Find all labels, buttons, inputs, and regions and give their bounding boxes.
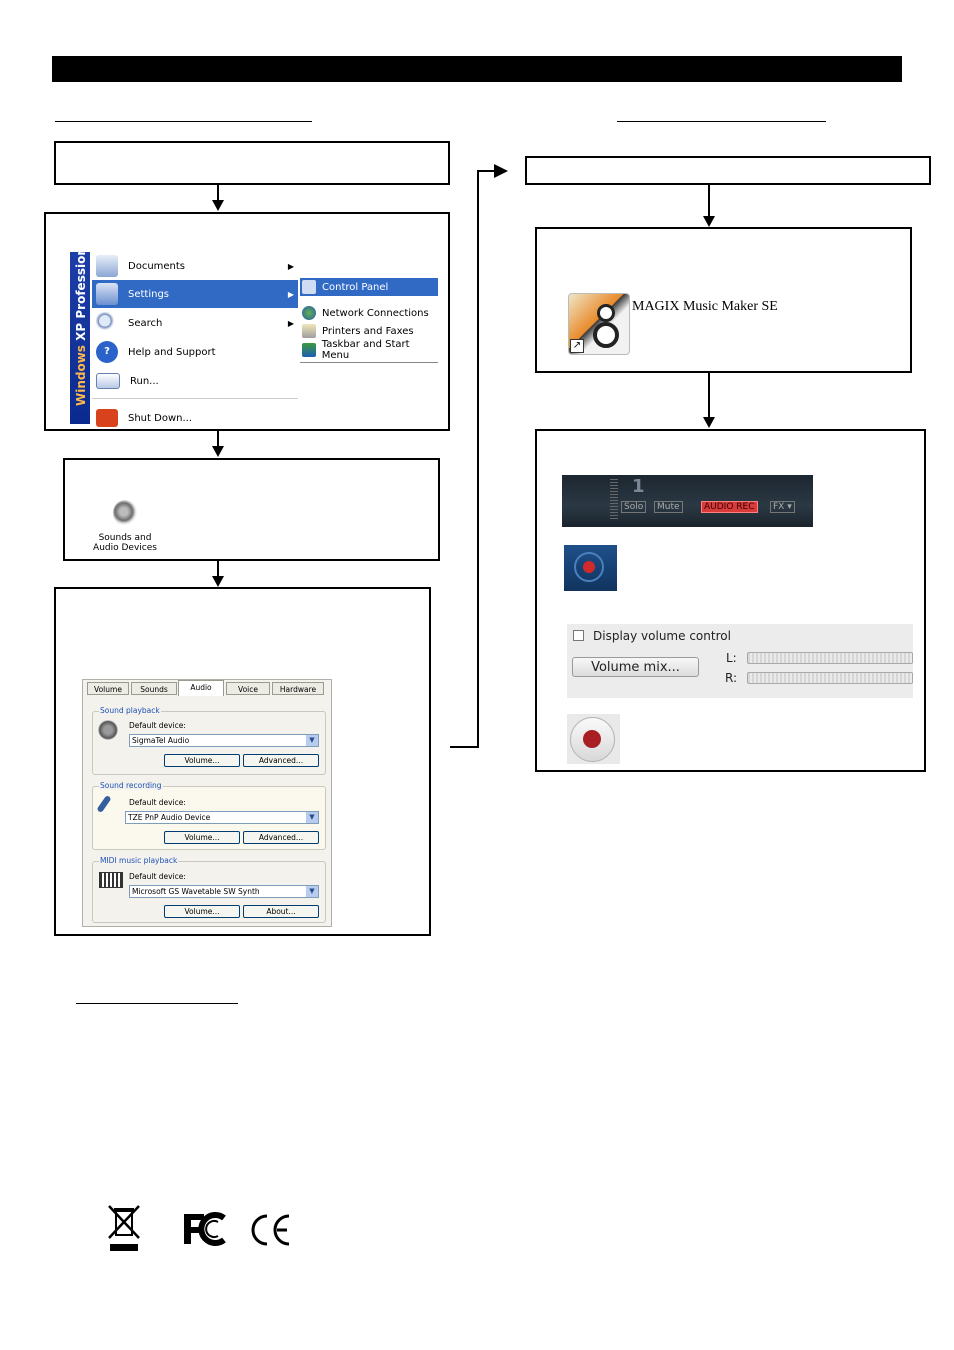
track-number: 1 (632, 476, 645, 497)
left-volume-meter (747, 652, 913, 664)
audio-track-header: 1 Solo Mute AUDIO REC FX ▾ (562, 475, 813, 527)
tab-voice[interactable]: Voice (226, 682, 270, 695)
left-heading-underline (55, 121, 312, 122)
network-icon (302, 306, 316, 320)
playback-advanced-button[interactable]: Advanced... (243, 754, 319, 767)
step-box-magix (525, 156, 931, 185)
printer-icon (302, 324, 316, 338)
right-volume-meter (747, 672, 913, 684)
record-icon (583, 561, 595, 573)
header-bar (52, 56, 902, 82)
recording-volume-button[interactable]: Volume... (164, 831, 240, 844)
taskbar-icon (302, 343, 316, 357)
midi-keyboard-icon (99, 872, 123, 888)
control-panel-icon (302, 280, 316, 294)
run-icon (96, 373, 120, 389)
menu-item-settings[interactable]: Settings▶ (92, 280, 298, 308)
solo-button[interactable]: Solo (621, 501, 647, 513)
search-icon (96, 312, 118, 334)
speaker-icon-large (593, 322, 619, 348)
settings-icon (96, 283, 118, 305)
weee-bin-icon (107, 1204, 141, 1252)
midi-device-select[interactable]: Microsoft GS Wavetable SW Synth▼ (129, 885, 319, 898)
shortcut-arrow-icon: ↗ (570, 339, 584, 353)
submenu-printers[interactable]: Printers and Faxes (300, 322, 438, 340)
audio-rec-button[interactable]: AUDIO REC (701, 501, 758, 513)
sound-recording-group: Sound recording Default device: TZE PnP … (92, 781, 326, 850)
playback-volume-button[interactable]: Volume... (164, 754, 240, 767)
shutdown-icon (96, 409, 118, 427)
start-menu-sidebar: Windows XP Professional (70, 235, 90, 424)
fcc-logo-icon (178, 1208, 230, 1250)
recording-advanced-button[interactable]: Advanced... (243, 831, 319, 844)
fx-button[interactable]: FX ▾ (770, 501, 795, 513)
mute-button[interactable]: Mute (654, 501, 683, 513)
tab-volume[interactable]: Volume (87, 682, 129, 695)
submenu-taskbar[interactable]: Taskbar and Start Menu (300, 339, 438, 361)
start-menu: Windows XP Professional Documents▶ Setti… (70, 235, 438, 427)
midi-playback-group: MIDI music playback Default device: Micr… (92, 856, 326, 923)
tab-hardware[interactable]: Hardware (272, 682, 324, 695)
settings-submenu: Control Panel Network Connections Printe… (300, 276, 438, 363)
sound-dialog: Volume Sounds Audio Voice Hardware Sound… (82, 679, 332, 927)
record-button-dark[interactable] (564, 545, 617, 591)
volume-control-panel: Display volume control Volume mix... L: … (567, 624, 913, 698)
menu-item-help[interactable]: ? Help and Support (92, 338, 298, 366)
menu-item-run[interactable]: Run... (92, 367, 298, 395)
microphone-icon (96, 794, 112, 814)
sounds-audio-devices-shortcut[interactable]: Sounds and Audio Devices (92, 500, 158, 552)
playback-device-select[interactable]: SigmaTel Audio▼ (129, 734, 319, 747)
midi-volume-button[interactable]: Volume... (164, 905, 240, 918)
ce-mark-icon (247, 1212, 291, 1248)
documents-icon (96, 255, 118, 277)
record-button-light[interactable] (567, 714, 620, 764)
tab-audio[interactable]: Audio (178, 680, 224, 696)
tab-sounds[interactable]: Sounds (131, 682, 177, 695)
magix-shortcut-label: MAGIX Music Maker SE (632, 299, 778, 314)
recording-device-select[interactable]: TZE PnP Audio Device▼ (125, 811, 319, 824)
speaker-icon (98, 720, 118, 740)
volume-mix-button[interactable]: Volume mix... (572, 657, 699, 677)
display-volume-checkbox[interactable] (573, 630, 584, 641)
sound-playback-group: Sound playback Default device: SigmaTel … (92, 706, 326, 775)
step-box-1 (54, 141, 450, 185)
menu-item-shutdown[interactable]: Shut Down... (92, 404, 298, 432)
speaker-icon (113, 500, 137, 526)
menu-item-documents[interactable]: Documents▶ (92, 252, 298, 280)
menu-item-search[interactable]: Search▶ (92, 309, 298, 337)
help-icon: ? (96, 341, 118, 363)
midi-about-button[interactable]: About... (243, 905, 319, 918)
footer-heading-underline (76, 1003, 238, 1004)
right-heading-underline (617, 121, 826, 122)
magix-music-maker-icon[interactable]: ↗ (568, 293, 630, 355)
submenu-control-panel[interactable]: Control Panel (300, 278, 438, 296)
submenu-network[interactable]: Network Connections (300, 304, 438, 322)
record-icon (583, 730, 601, 748)
speaker-icon (597, 304, 615, 322)
